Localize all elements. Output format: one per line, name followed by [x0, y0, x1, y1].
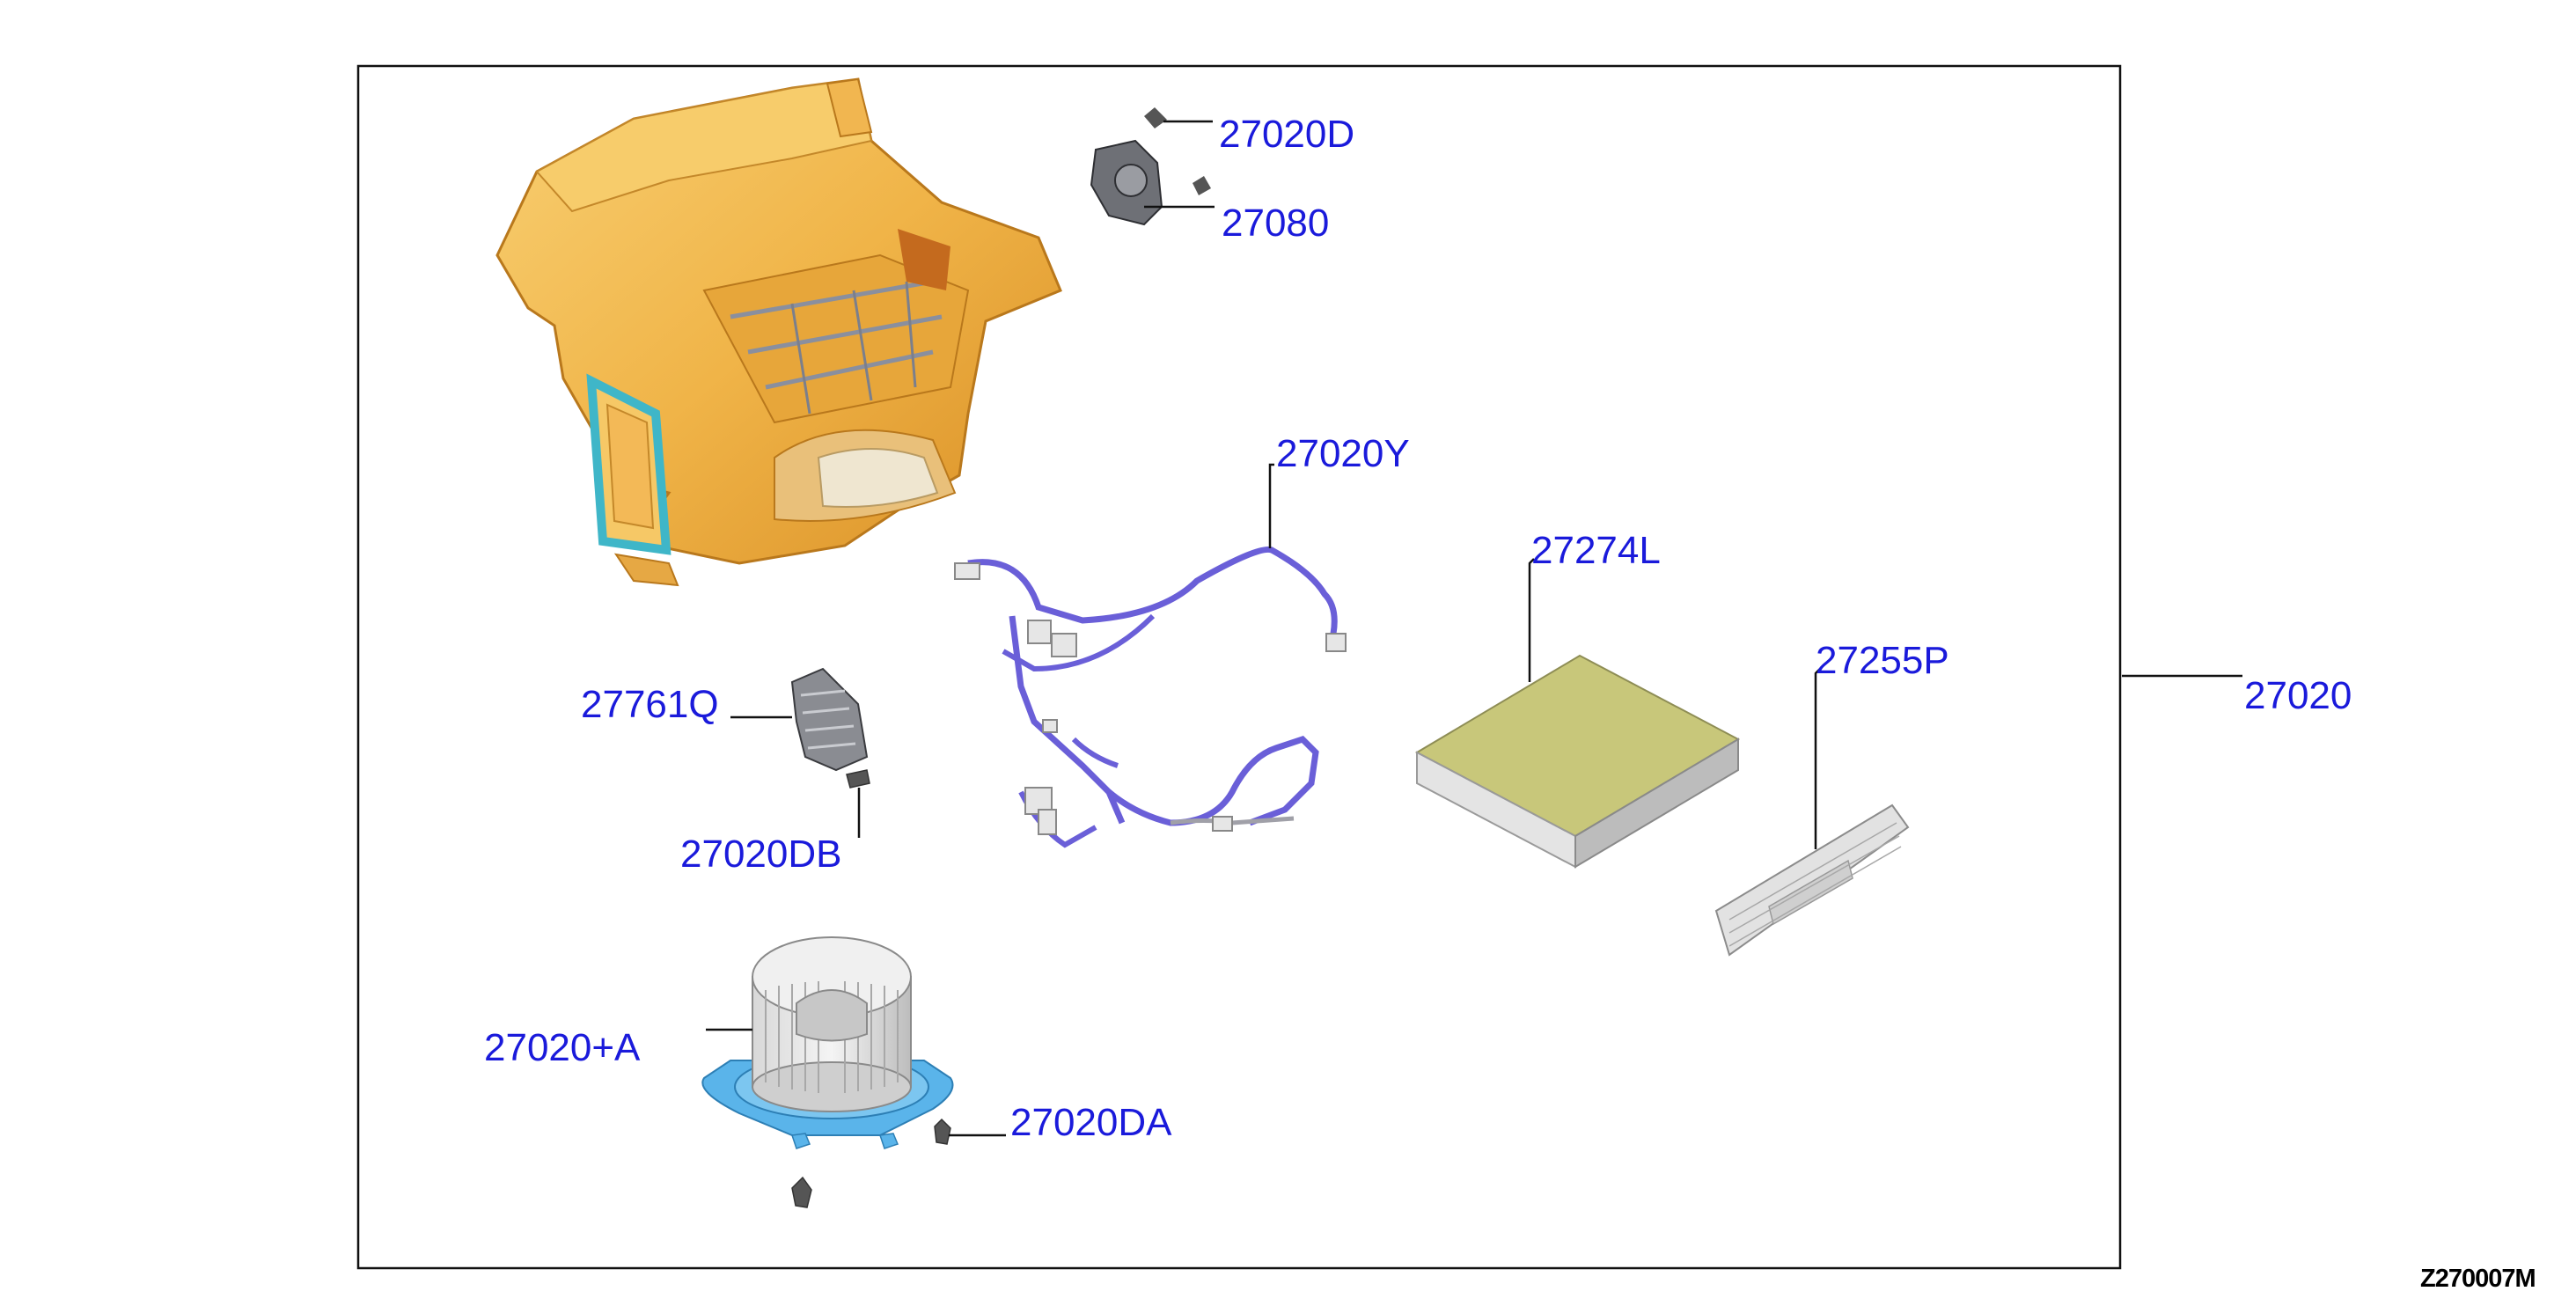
harness-connectors	[954, 562, 1347, 835]
diagram-frame	[356, 64, 2122, 1270]
callout-27020D[interactable]: 27020D	[1219, 113, 1354, 156]
blower-motor-illustration	[701, 936, 954, 1208]
harness-illustration	[967, 546, 1345, 848]
drawing-code: Z270007M	[2420, 1265, 2536, 1293]
callout-27274L[interactable]: 27274L	[1531, 529, 1661, 572]
leader-27255P	[1814, 668, 1821, 849]
callout-27080[interactable]: 27080	[1222, 202, 1329, 245]
callout-27761Q[interactable]: 27761Q	[581, 683, 719, 726]
callout-27020DA[interactable]: 27020DA	[1010, 1101, 1172, 1144]
leader-27274L	[1528, 558, 1535, 682]
blend-actuator-illustration	[1090, 107, 1211, 226]
hvac-housing-illustration	[495, 77, 1062, 587]
callout-27020[interactable]: 27020	[2244, 674, 2352, 717]
resistor-illustration	[790, 667, 870, 789]
filter-cover-illustration	[1714, 803, 1910, 957]
leader-27020Y	[1268, 463, 1274, 548]
callout-27255P[interactable]: 27255P	[1816, 639, 1949, 682]
cabin-filter-illustration	[1414, 654, 1741, 869]
callout-27020DB[interactable]: 27020DB	[680, 833, 841, 876]
callout-27020+A[interactable]: 27020+A	[484, 1026, 641, 1069]
callout-27020Y[interactable]: 27020Y	[1276, 432, 1410, 475]
